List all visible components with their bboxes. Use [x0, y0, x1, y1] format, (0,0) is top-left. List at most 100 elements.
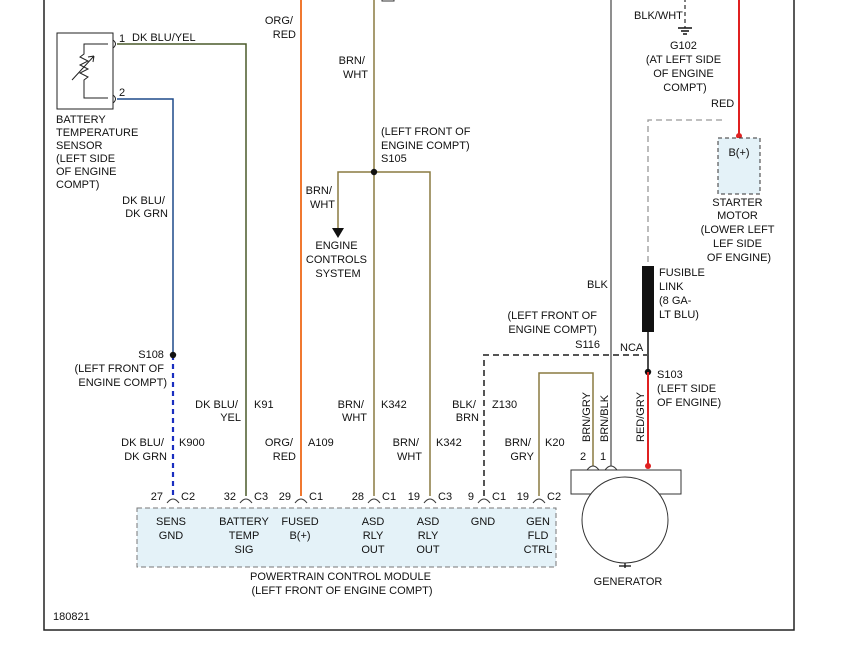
starter-label-line: STARTER: [712, 197, 762, 209]
thermistor-arrow-icon: [71, 55, 95, 81]
pcm-title: POWERTRAIN CONTROL MODULE (LEFT FRONT OF…: [250, 571, 434, 597]
wire-label-line: BRN/: [339, 55, 366, 67]
starter-label-line: OF ENGINE): [707, 252, 771, 264]
pcm-pin-function-line: FLD: [528, 530, 549, 542]
generator-pin-2-icon: [586, 465, 600, 471]
pcm-title-line: POWERTRAIN CONTROL MODULE: [250, 571, 431, 583]
sensor-label-line: (LEFT SIDE: [56, 153, 115, 165]
wire-label-red: RED: [711, 98, 734, 110]
pcm-pin-terminal-icon: [367, 498, 381, 504]
fusible-link-line: LINK: [659, 281, 684, 293]
wire-label-line: BRN: [456, 412, 479, 424]
sensor-pin-1-number: 1: [119, 33, 125, 45]
pcm-pin-connector: C1: [492, 491, 506, 503]
fusible-link-line: FUSIBLE: [659, 267, 705, 279]
wire-label-line: DK GRN: [124, 451, 167, 463]
wire-label-org-red-low: ORG/ RED: [265, 437, 296, 463]
wire-label-line: BRN/: [306, 185, 333, 197]
generator-label: GENERATOR: [594, 576, 663, 588]
pcm-pin-function-line: ASD: [362, 516, 385, 528]
pcm-pin-function-line: RLY: [363, 530, 384, 542]
sensor-pin-2-icon: [112, 94, 116, 104]
splice-label-line: (LEFT SIDE: [657, 383, 716, 395]
splice-label-line: ENGINE COMPT): [508, 324, 597, 336]
wire-label-line: ORG/: [265, 437, 294, 449]
wire-label-dk-blu-dk-grn-top: DK BLU/ DK GRN: [122, 195, 168, 220]
diagram-frame: [43, 0, 795, 631]
wire-label-org-red-top: ORG/ RED: [265, 15, 296, 41]
wire-label-line: RED: [273, 451, 296, 463]
sensor-label: BATTERY TEMPERATURE SENSOR (LEFT SIDE OF…: [56, 114, 141, 191]
pcm-pin-function-line: RLY: [418, 530, 439, 542]
pcm-pin-terminal-icon: [166, 498, 180, 504]
pcm-pin-connector: C2: [547, 491, 561, 503]
wire-label-blk-brn: BLK/ BRN: [452, 399, 479, 424]
generator-battery-terminal-dot: [645, 463, 651, 469]
wire-label-blk-wht: BLK/WHT: [634, 10, 683, 22]
starter-label-line: LEF SIDE: [713, 238, 762, 250]
wire-label-k342-b: K342: [436, 437, 462, 449]
sensor-label-line: TEMPERATURE: [56, 127, 138, 139]
splice-label-line: OF ENGINE): [657, 397, 721, 409]
ground-label-line: COMPT): [663, 82, 706, 94]
pcm-pin-number: 9: [468, 491, 474, 503]
wire-label-line: YEL: [220, 412, 241, 424]
ground-label-line: (AT LEFT SIDE: [646, 54, 721, 66]
wire-label-line: BRN/: [338, 399, 365, 411]
wire-label-brn-wht-k342-b: BRN/ WHT: [393, 437, 423, 463]
wire-starter-fusible-dashed: [647, 119, 722, 264]
generator: 2 1 GENERATOR: [570, 451, 682, 588]
pcm-pin-function-line: GND: [159, 530, 184, 542]
starter-terminal-label: B(+): [728, 147, 749, 159]
fusible-link-label: FUSIBLE LINK (8 GA- LT BLU): [659, 267, 708, 321]
splice-label-line: (LEFT FRONT OF: [75, 363, 165, 375]
engine-controls-line: SYSTEM: [315, 268, 360, 280]
wire-label-line: GRY: [510, 451, 534, 463]
pcm-pin-function-line: CTRL: [524, 544, 553, 556]
pcm-pin-function-line: GND: [471, 516, 496, 528]
ground-label-line: OF ENGINE: [653, 68, 714, 80]
wire-label-brn-blk-vertical: BRN/BLK: [599, 394, 611, 442]
pcm-pin-connector: C2: [181, 491, 195, 503]
top-connector-stub: [381, 0, 395, 2]
wire-label-nca: NCA: [620, 342, 644, 354]
generator-pin-2-number: 2: [580, 451, 586, 463]
splice-label-line: S116: [575, 339, 600, 351]
sensor-pin-1-icon: [112, 39, 116, 49]
pcm-pin-function-label: GND: [471, 516, 496, 528]
splice-s108-label: S108 (LEFT FRONT OF ENGINE COMPT): [75, 349, 168, 389]
pcm-body: [136, 507, 557, 568]
generator-pin-1-number: 1: [600, 451, 606, 463]
pcm-pin-function-line: FUSED: [281, 516, 318, 528]
wire-label-line: WHT: [397, 451, 422, 463]
wire-label-k20: K20: [545, 437, 565, 449]
pcm-pin-number: 28: [352, 491, 364, 503]
pcm-pin-number: 19: [517, 491, 529, 503]
splice-s108-dot: [169, 351, 177, 359]
pcm-title-line: (LEFT FRONT OF ENGINE COMPT): [251, 585, 432, 597]
sensor-label-line: COMPT): [56, 179, 99, 191]
wire-label-k900: K900: [179, 437, 205, 449]
fusible-link-line: (8 GA-: [659, 295, 692, 307]
pcm-pin-function-line: GEN: [526, 516, 550, 528]
splice-label-line: (LEFT FRONT OF: [508, 310, 598, 322]
splice-s103-label: S103 (LEFT SIDE OF ENGINE): [657, 369, 721, 409]
wire-label-line: WHT: [343, 69, 368, 81]
sensor-label-line: BATTERY: [56, 114, 106, 126]
wire-label-brn-wht-k342-a: BRN/ WHT: [338, 399, 368, 424]
ground-label-line: G102: [670, 40, 697, 52]
wire-label-line: WHT: [310, 199, 335, 211]
pcm-pin-terminal-icon: [477, 498, 491, 504]
splice-label-line: S108: [138, 349, 164, 361]
wire-label-line: BRN/: [505, 437, 532, 449]
engine-controls-line: CONTROLS: [306, 254, 367, 266]
starter-label-line: (LOWER LEFT: [701, 224, 775, 236]
wire-label-red-gry-vertical: RED/GRY: [635, 391, 647, 442]
fusible-link-body: [642, 266, 654, 332]
pcm-pin-connector: C1: [309, 491, 323, 503]
wire-label-line: DK BLU/: [121, 437, 165, 449]
